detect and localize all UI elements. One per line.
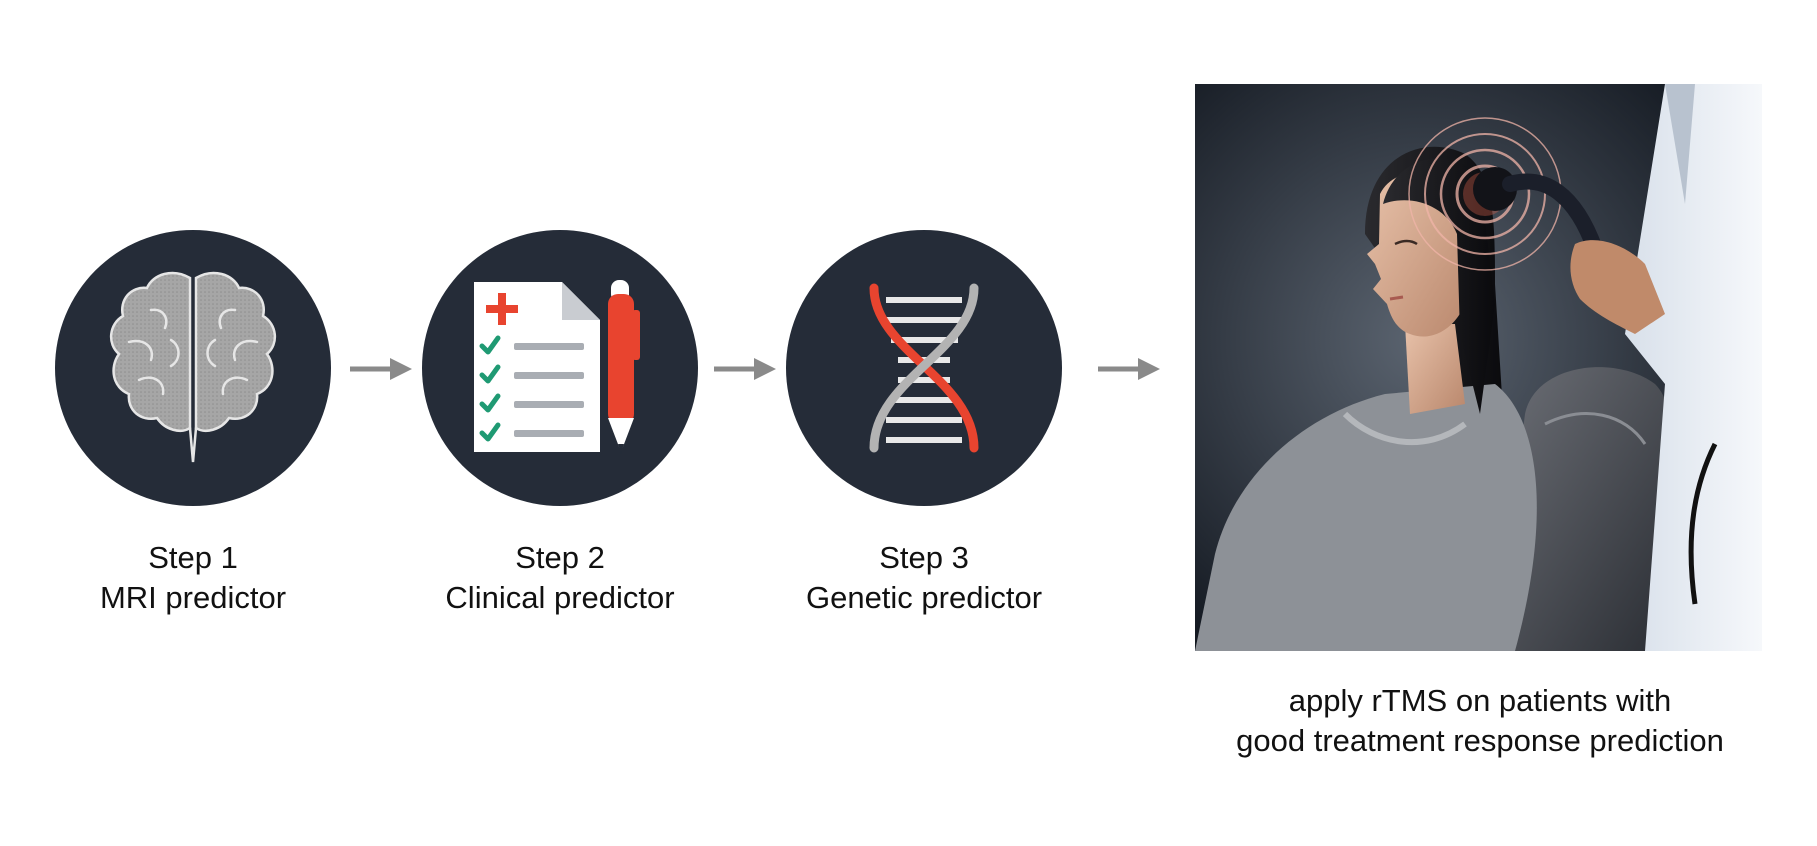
step-3-title: Step 3 xyxy=(879,540,969,575)
step-2-subtitle: Clinical predictor xyxy=(445,580,675,615)
rtms-treatment-photo xyxy=(1195,84,1762,651)
step-3-subtitle: Genetic predictor xyxy=(805,580,1043,615)
step-3-circle xyxy=(786,230,1062,506)
clinical-form-icon xyxy=(474,280,640,454)
step-1-title: Step 1 xyxy=(148,540,238,575)
outcome-line-1: apply rTMS on patients with xyxy=(1288,683,1672,718)
arrow-right-icon xyxy=(350,358,412,380)
outcome-line-2: good treatment response prediction xyxy=(1236,723,1724,758)
outcome-label: apply rTMS on patients with good treatme… xyxy=(1180,681,1780,761)
step-1-circle xyxy=(55,230,331,506)
step-2-circle xyxy=(422,230,698,506)
step-2-title: Step 2 xyxy=(515,540,605,575)
step-2-label: Step 2 Clinical predictor xyxy=(390,538,730,618)
brain-icon xyxy=(110,271,276,463)
step-1-label: Step 1 MRI predictor xyxy=(23,538,363,618)
arrow-right-icon xyxy=(1098,358,1160,380)
step-1-subtitle: MRI predictor xyxy=(99,580,287,615)
step-3-label: Step 3 Genetic predictor xyxy=(754,538,1094,618)
dna-icon xyxy=(869,283,979,453)
arrow-right-icon xyxy=(714,358,776,380)
